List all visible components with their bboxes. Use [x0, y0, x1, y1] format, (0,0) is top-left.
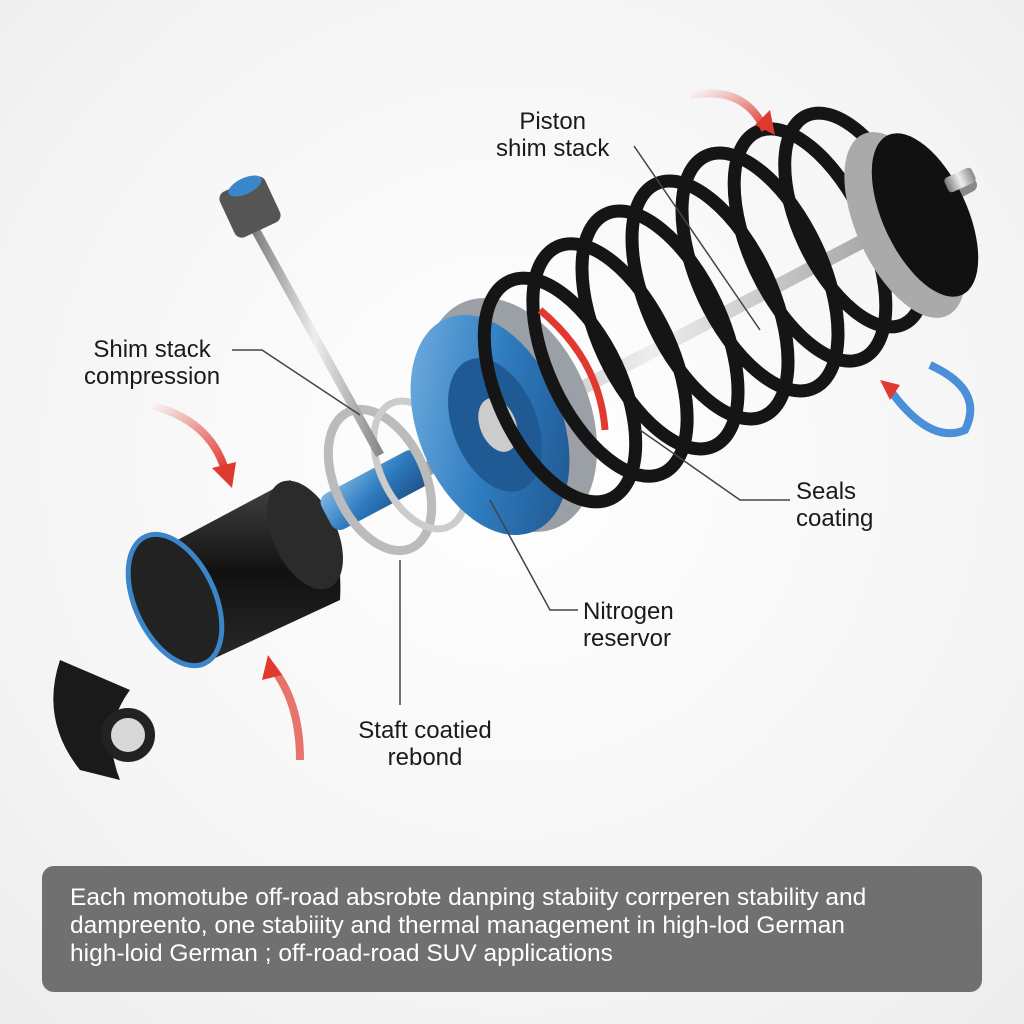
- caption-line: dampreento, one stabiiity and thermal ma…: [70, 912, 845, 939]
- red-arrow-top: [689, 89, 769, 132]
- label-line: coating: [796, 505, 874, 532]
- label-line: rebond: [387, 744, 463, 771]
- top-mount: [844, 132, 979, 318]
- red-arrow-bottom: [266, 662, 304, 761]
- label-shaft-coated-rebound: Staft coatied rebond: [345, 717, 505, 771]
- label-line: compression: [84, 363, 221, 390]
- caption-line: high-loid German ; off-road-road SUV app…: [70, 940, 613, 967]
- label-line: Seals: [796, 478, 857, 505]
- red-arrow-mid: [537, 307, 609, 431]
- label-line: reservor: [583, 625, 672, 652]
- label-line: Staft coatied: [358, 717, 492, 744]
- label-seals-coating: Seals coating: [796, 478, 873, 532]
- red-arrow-bottom-head: [262, 655, 282, 680]
- label-line: Shim stack: [93, 336, 211, 363]
- label-nitrogen-reservoir: Nitrogen reservor: [583, 598, 674, 652]
- coil-spring: [477, 106, 932, 509]
- red-arrow-left-head: [212, 462, 236, 488]
- label-line: Nitrogen: [583, 598, 674, 625]
- adjuster-rod: [219, 175, 384, 458]
- blue-red-arrow-right: [886, 361, 975, 438]
- label-shim-stack-compression: Shim stack compression: [84, 336, 220, 390]
- red-arrow-left: [149, 401, 229, 472]
- label-line: shim stack: [496, 135, 610, 162]
- nitrogen-reservoir-ring: [410, 297, 598, 535]
- caption-line: Each momotube off-road absrobte danping …: [70, 884, 867, 911]
- blue-red-arrow-right-head: [880, 380, 900, 400]
- red-arrow-top-head: [755, 110, 775, 135]
- caption-box: Each momotube off-road absrobte danping …: [42, 866, 982, 992]
- label-line: Piston: [519, 108, 587, 135]
- label-piston-shim-stack: Piston shim stack: [496, 108, 609, 162]
- lower-body: [53, 480, 343, 780]
- leader-lines: [232, 145, 790, 705]
